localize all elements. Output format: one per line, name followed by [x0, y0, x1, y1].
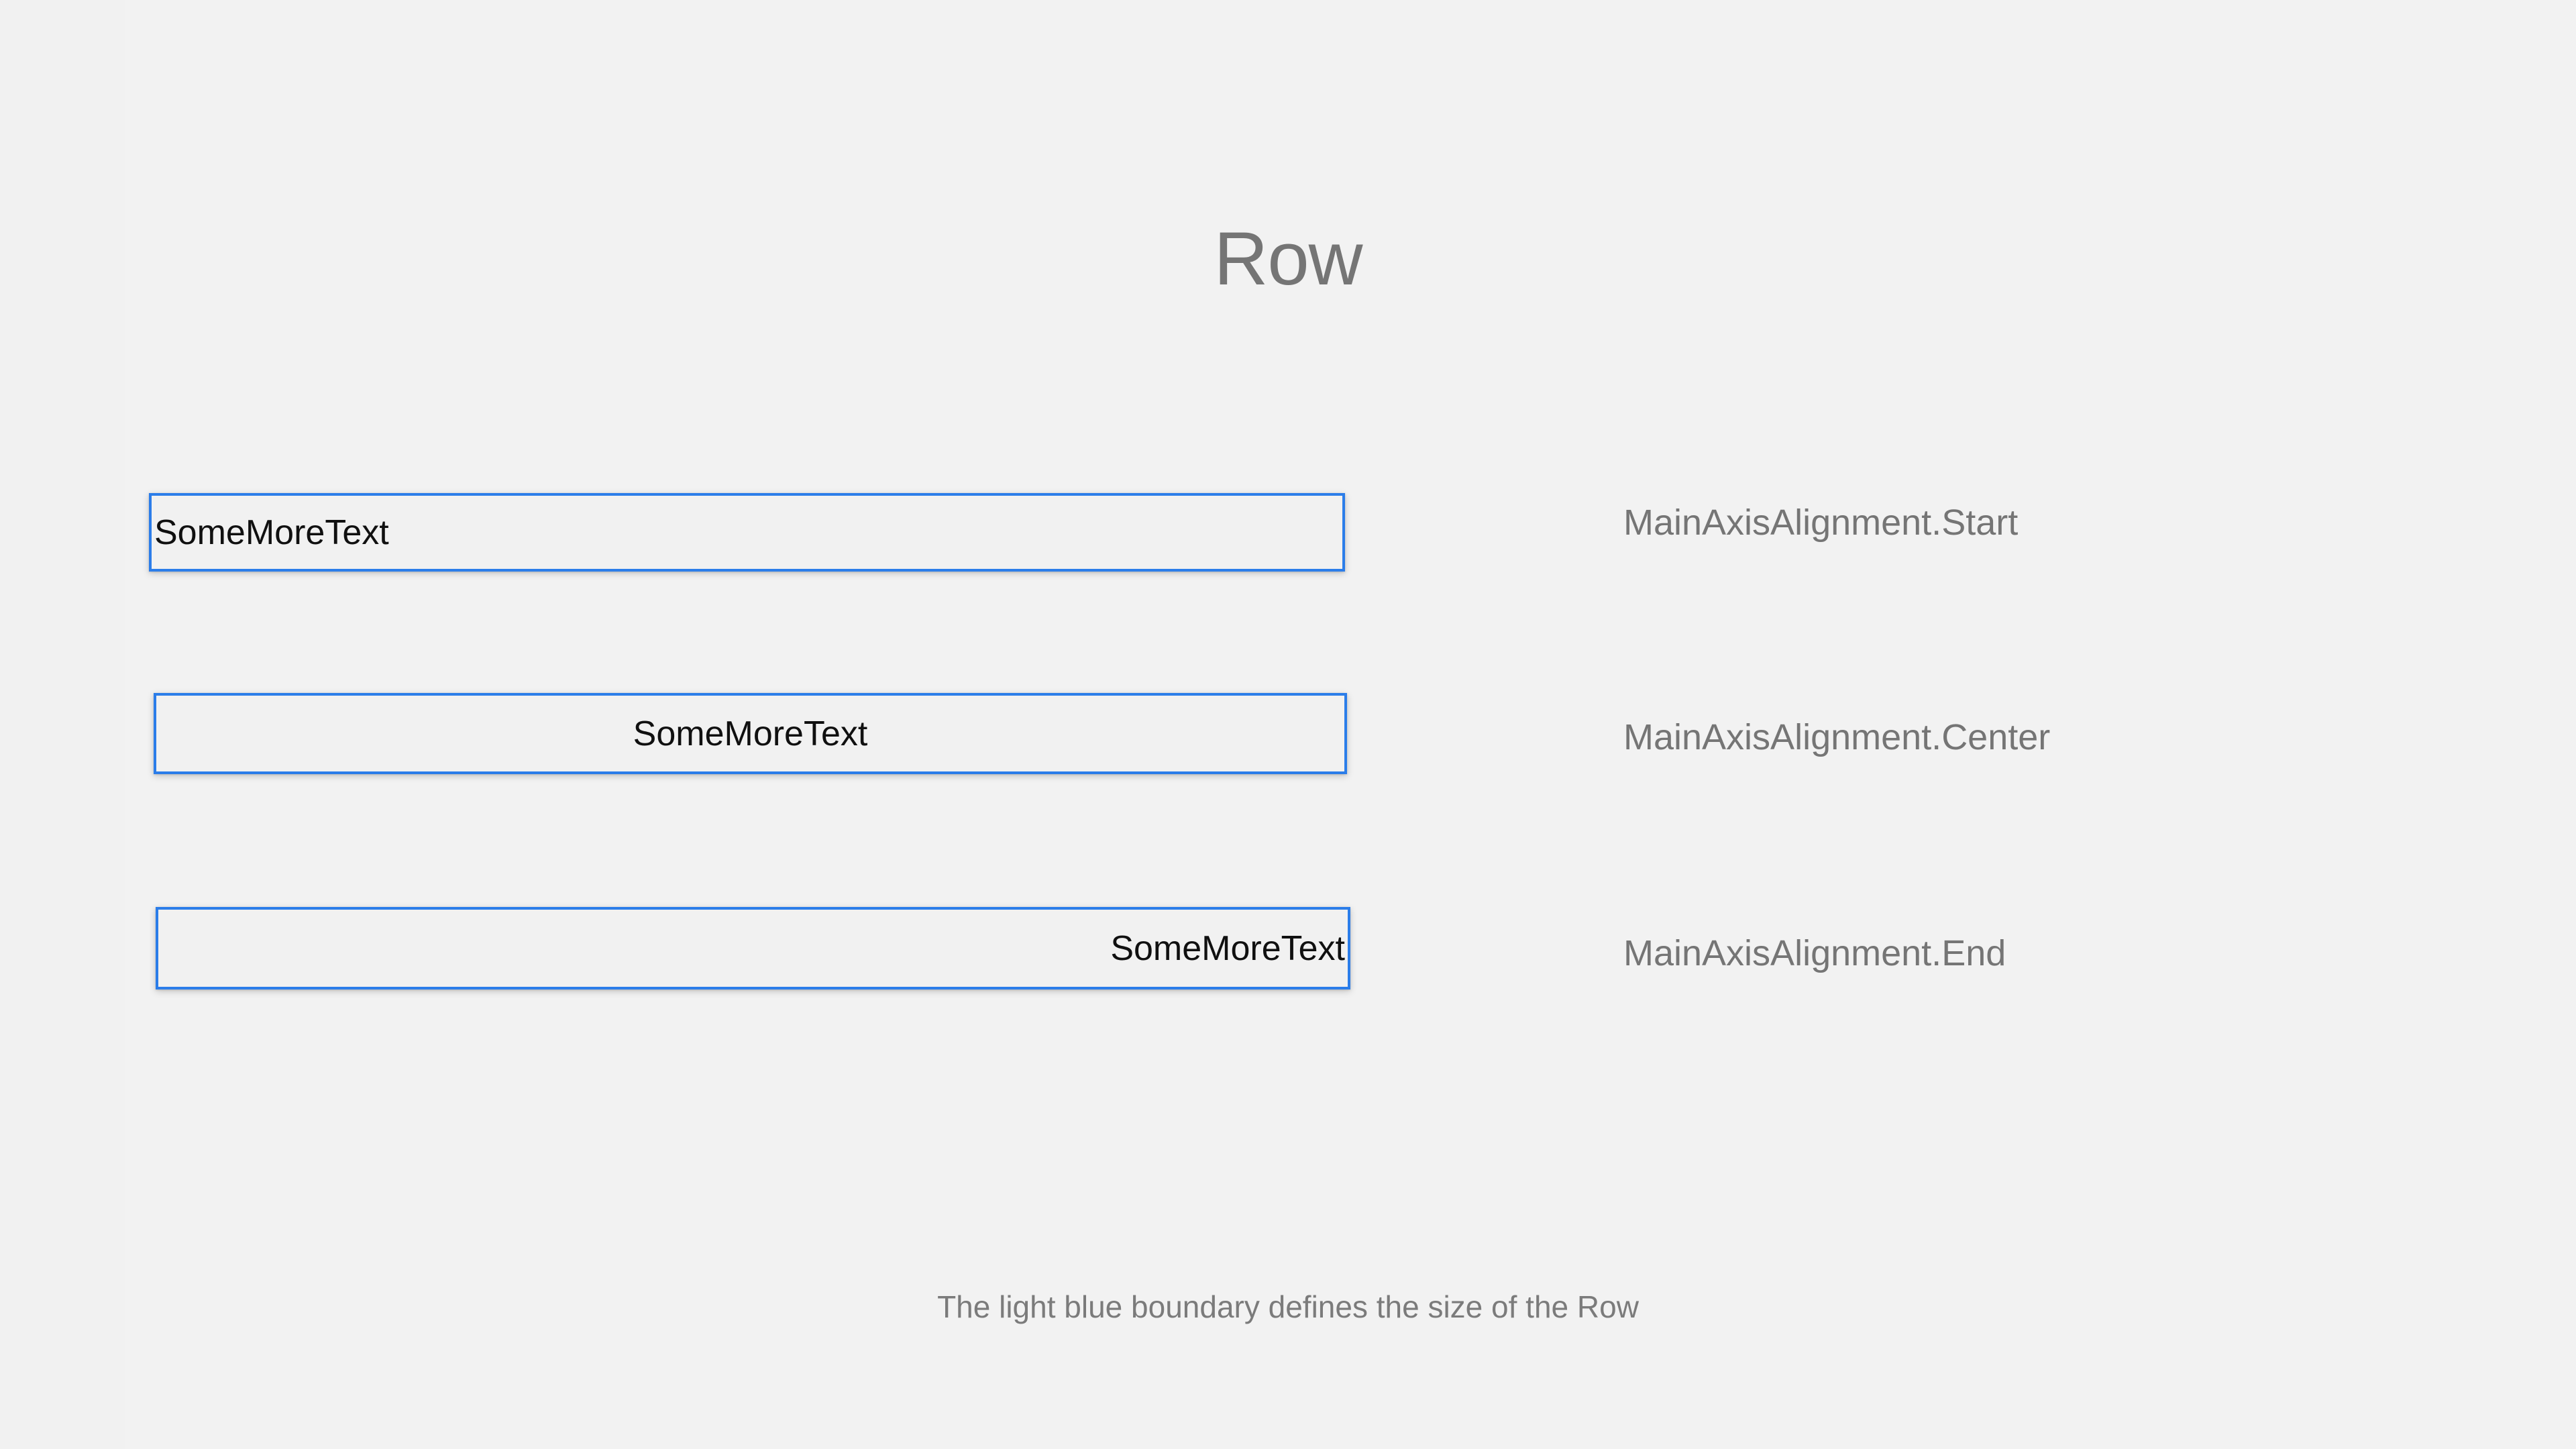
row-boundary-box-end: SomeMoreText	[156, 907, 1350, 989]
row-alignment-label-end: MainAxisAlignment.End	[1623, 933, 2006, 973]
page-title: Row	[1214, 217, 1362, 301]
row-child-text: SomeMoreText	[1110, 928, 1345, 968]
row-alignment-label-start: MainAxisAlignment.Start	[1623, 502, 2019, 543]
row-alignment-label-center: MainAxisAlignment.Center	[1623, 717, 2051, 757]
row-boundary-box-center: SomeMoreText	[154, 693, 1347, 774]
row-child-text: SomeMoreText	[633, 714, 868, 753]
row-boundary-box-start: SomeMoreText	[149, 493, 1345, 572]
footer-caption: The light blue boundary defines the size…	[937, 1289, 1639, 1324]
row-child-text: SomeMoreText	[154, 513, 389, 552]
